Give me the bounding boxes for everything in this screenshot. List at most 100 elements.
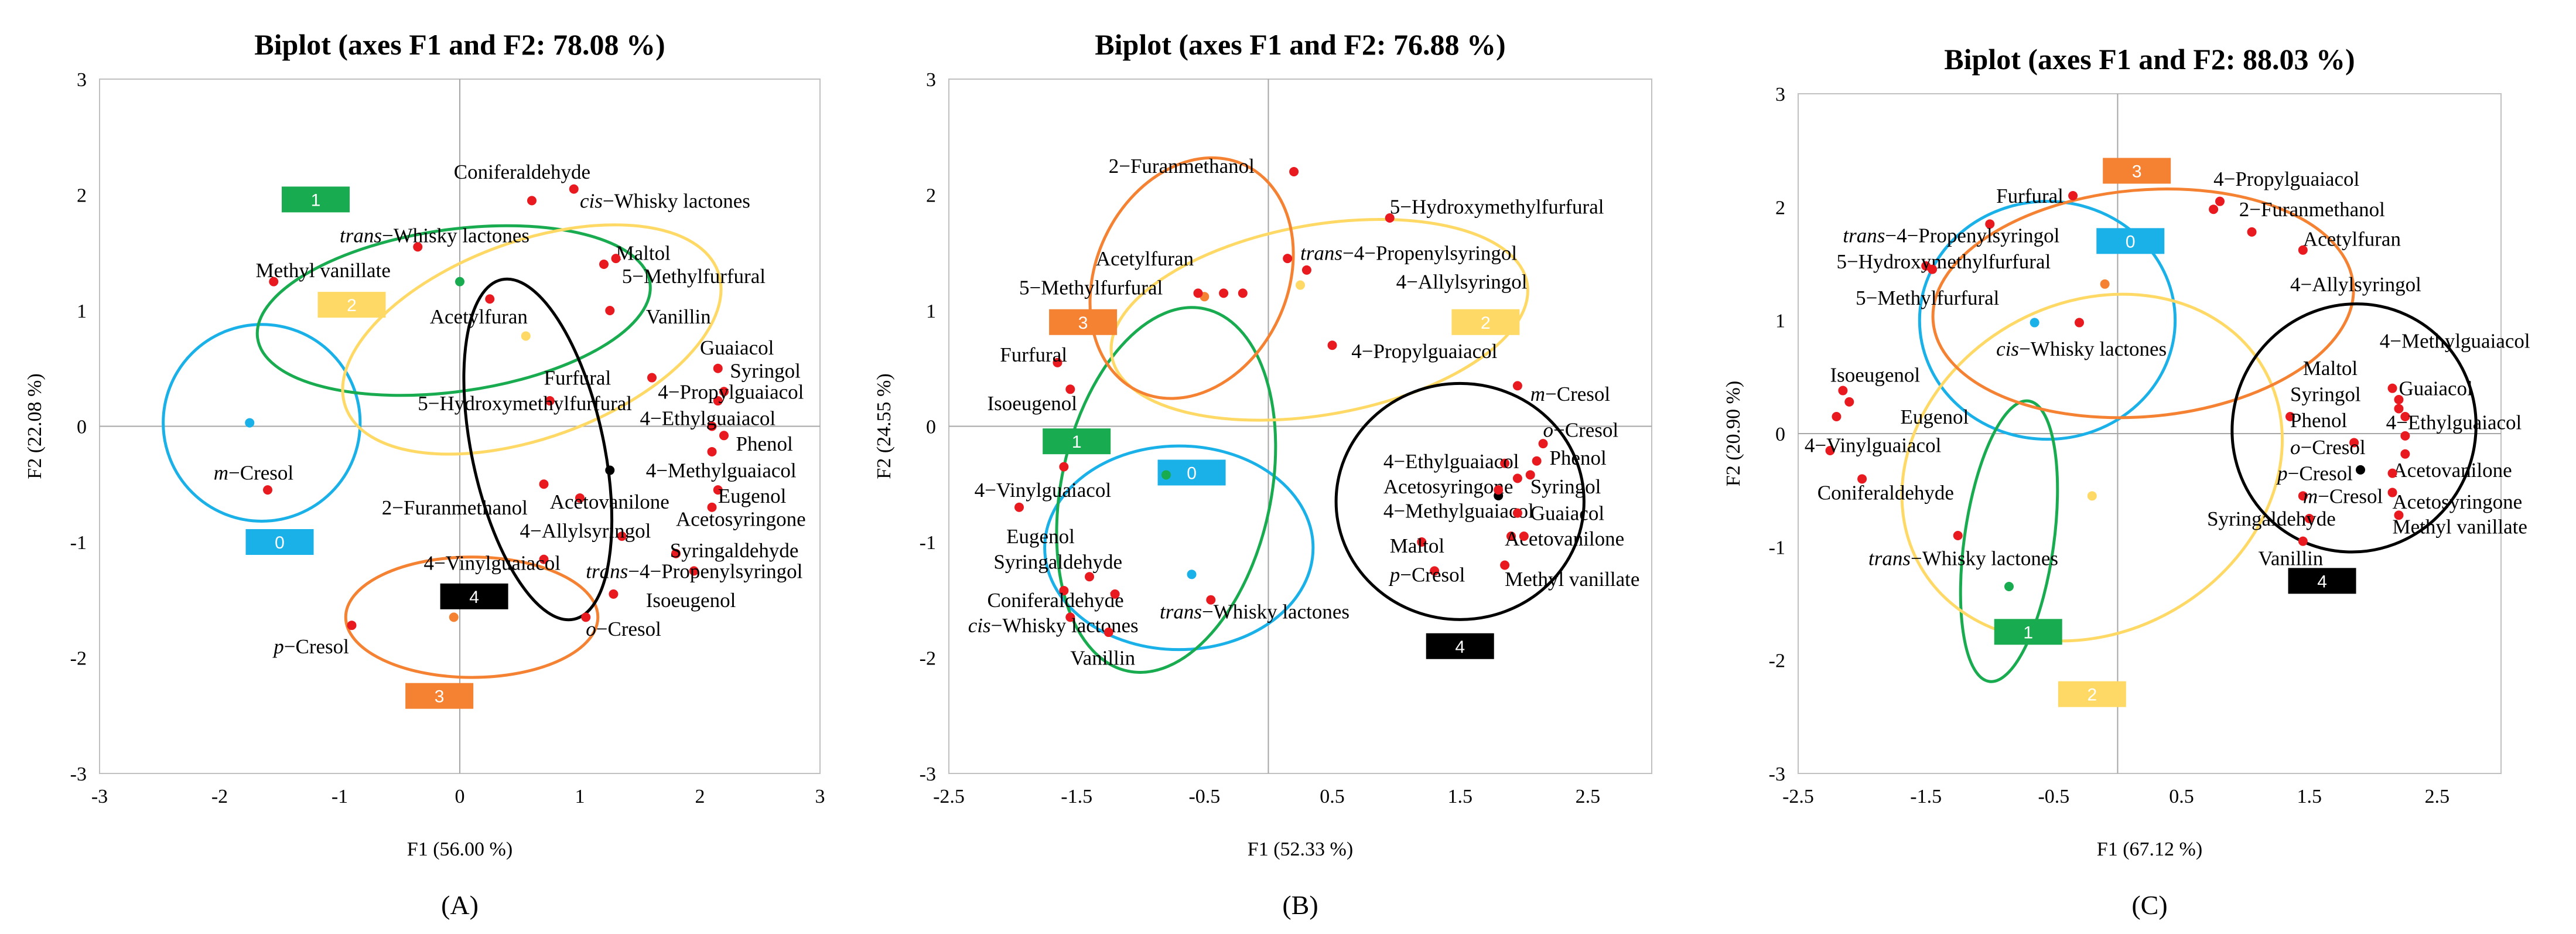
x-tick-label: -1 xyxy=(332,786,348,807)
point-label-prefix: p xyxy=(1388,563,1400,586)
data-point xyxy=(1065,612,1075,622)
cluster-label-box-0 xyxy=(2096,228,2165,254)
cluster-centroid xyxy=(2030,318,2039,328)
data-point xyxy=(707,421,717,431)
cluster-label-0: 0 xyxy=(275,533,285,553)
point-label: Methyl vanillate xyxy=(1505,568,1639,591)
y-tick-label: -2 xyxy=(920,648,936,670)
x-tick-label: -0.5 xyxy=(2038,786,2069,807)
chart-panel-2: Biplot (axes F1 and F2: 88.03 %)-2.5-1.5… xyxy=(1723,43,2530,920)
data-point xyxy=(1844,397,1854,407)
point-label: trans−Whisky lactones xyxy=(1160,601,1350,623)
data-point xyxy=(1512,473,1522,483)
cluster-centroid xyxy=(1296,280,1305,290)
point-label: Acetovanilone xyxy=(550,490,669,513)
data-point xyxy=(707,446,717,456)
point-label: Acetylfuran xyxy=(430,305,528,328)
point-label: Vanillin xyxy=(2258,547,2323,570)
x-axis-label: F1 (52.33 %) xyxy=(1248,838,1353,860)
x-tick-label: 0 xyxy=(455,786,465,807)
x-tick-label: -0.5 xyxy=(1188,786,1220,807)
y-tick-label: 1 xyxy=(926,301,936,322)
point-label: 5−Methylfurfural xyxy=(1019,277,1163,299)
point-label: 4−Ethylguaiacol xyxy=(2386,411,2522,434)
data-point xyxy=(539,479,549,489)
cluster-label-box-3 xyxy=(1049,309,1118,335)
data-point xyxy=(617,531,627,541)
data-point xyxy=(1238,288,1248,298)
data-point xyxy=(1512,381,1522,391)
data-point xyxy=(719,387,729,397)
point-label: Eugenol xyxy=(1006,525,1075,548)
point-label: 4−Allylsyringol xyxy=(1396,271,1528,294)
x-tick-label: -2.5 xyxy=(1782,786,1814,807)
data-point xyxy=(689,566,699,576)
data-point xyxy=(1500,560,1510,570)
cluster-ellipse-1 xyxy=(1959,399,2059,683)
data-point xyxy=(1417,537,1427,547)
point-label: Acetylfuran xyxy=(1096,247,1194,270)
point-label: o−Cresol xyxy=(1543,418,1619,441)
data-point xyxy=(1506,531,1516,541)
x-tick-label: 1 xyxy=(575,786,585,807)
cluster-label-4: 4 xyxy=(469,588,479,607)
point-label: 2−Furanmethanol xyxy=(382,496,528,519)
y-tick-label: 1 xyxy=(1775,311,1785,332)
panel-caption: (C) xyxy=(2131,890,2167,920)
cluster-label-box-1 xyxy=(1043,428,1111,455)
x-tick-label: 0.5 xyxy=(2169,786,2194,807)
cluster-centroid xyxy=(521,331,531,341)
data-point xyxy=(671,548,681,558)
data-point xyxy=(581,612,591,622)
cluster-label-box-4 xyxy=(2288,568,2356,594)
point-label: 4−Ethylguaiacol xyxy=(640,407,776,430)
chart-title: Biplot (axes F1 and F2: 76.88 %) xyxy=(1095,28,1505,61)
data-point xyxy=(1059,585,1069,595)
point-label: 4−Allylsyringol xyxy=(2290,273,2421,296)
point-label: Vanillin xyxy=(1070,647,1135,670)
point-label-rest: −Cresol xyxy=(1400,563,1465,586)
point-label: 4−Propylguaiacol xyxy=(658,380,804,403)
x-tick-label: -1.5 xyxy=(1061,786,1092,807)
x-tick-label: 2.5 xyxy=(1576,786,1601,807)
y-tick-label: -3 xyxy=(920,763,936,785)
data-point xyxy=(2209,204,2219,214)
cluster-ellipse-4 xyxy=(1334,381,1586,621)
point-label: cis−Whisky lactones xyxy=(1996,338,2167,360)
data-point xyxy=(611,254,621,264)
point-label-rest: −Whisky lactones xyxy=(2019,338,2167,360)
data-point xyxy=(1053,357,1062,367)
point-label-prefix: trans xyxy=(1300,241,1342,264)
data-point xyxy=(1430,566,1440,576)
panel-caption: (B) xyxy=(1282,890,1318,920)
point-label: 5−Methylfurfural xyxy=(1856,287,1999,309)
point-label: Guaiacol xyxy=(700,336,774,359)
point-label: 4−Methylguaiacol xyxy=(646,459,797,482)
chart-title: Biplot (axes F1 and F2: 88.03 %) xyxy=(1944,43,2355,76)
data-point xyxy=(713,396,723,406)
cluster-centroid xyxy=(449,612,459,622)
data-point xyxy=(713,363,723,373)
data-point xyxy=(2349,438,2359,448)
point-label: Eugenol xyxy=(718,485,787,507)
data-point xyxy=(2387,468,2397,478)
point-label: Maltol xyxy=(616,241,671,264)
point-label: trans−4−Propenylsyringol xyxy=(586,560,802,582)
data-point xyxy=(2068,191,2078,200)
point-label-prefix: trans xyxy=(1160,601,1202,623)
cluster-label-box-4 xyxy=(440,583,508,609)
point-label: 4−Methylguaiacol xyxy=(1383,500,1534,523)
point-label: 4−Ethylguaiacol xyxy=(1383,450,1519,473)
data-point xyxy=(1193,288,1203,298)
data-point xyxy=(2394,395,2404,404)
cluster-centroid xyxy=(455,277,464,287)
y-axis-label: F2 (20.90 %) xyxy=(1723,381,1744,486)
point-label: Phenol xyxy=(1549,446,1607,469)
cluster-label-box-0 xyxy=(245,529,314,555)
point-label: Coniferaldehyde xyxy=(1817,482,1954,505)
chart-title: Biplot (axes F1 and F2: 78.08 %) xyxy=(254,28,665,61)
y-axis-label: F2 (24.55 %) xyxy=(873,373,895,479)
y-tick-label: 1 xyxy=(77,301,87,322)
point-label: Furfural xyxy=(1000,343,1067,366)
